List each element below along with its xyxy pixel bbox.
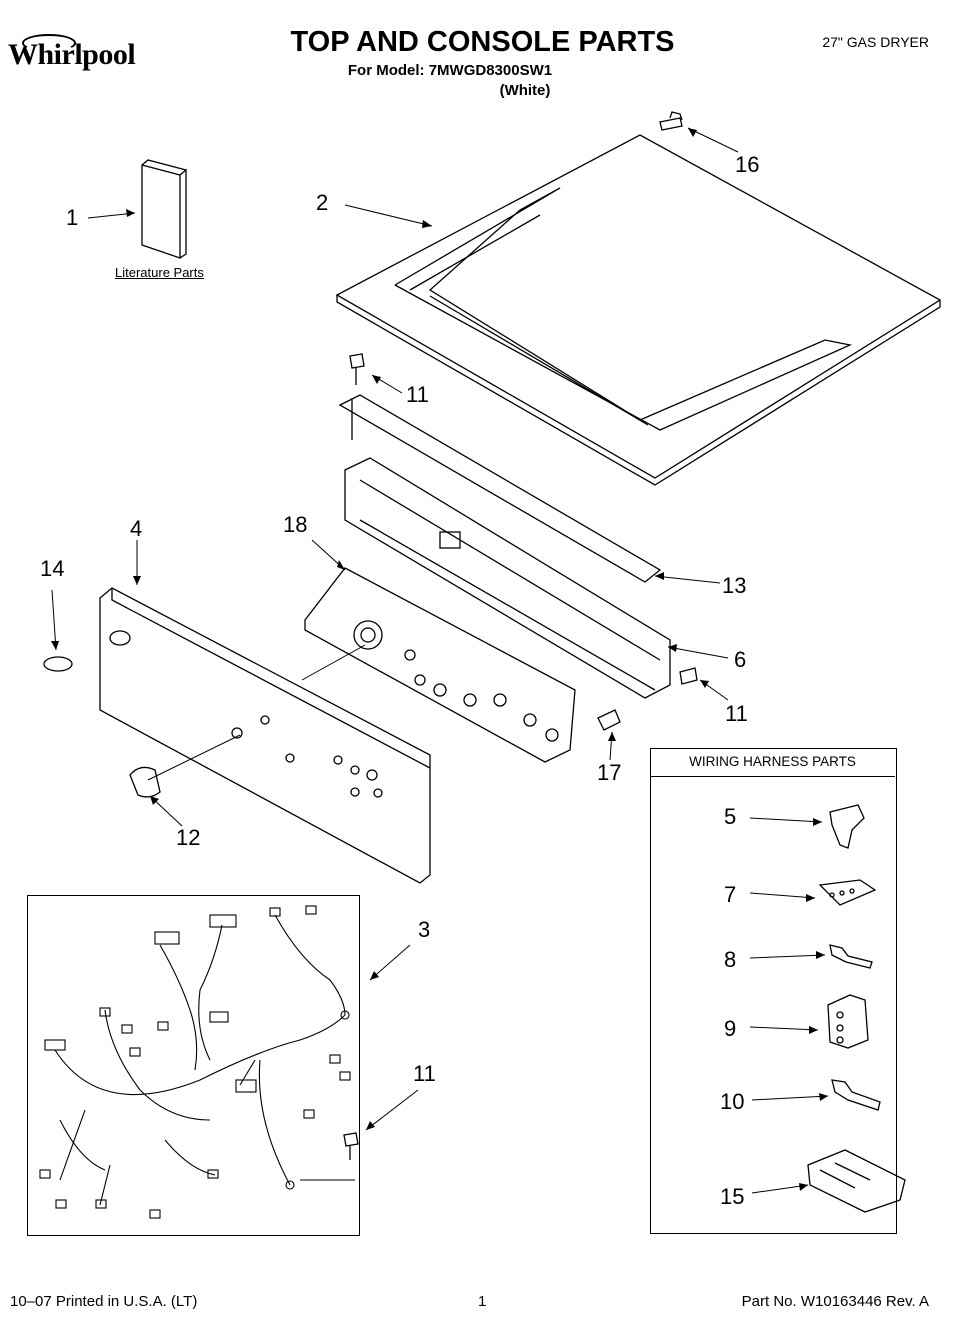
harness-part-10 (831, 1079, 881, 1111)
callout-9: 9 (724, 1016, 737, 1041)
color-line: (White) (499, 82, 551, 99)
console-rail (338, 394, 662, 583)
screw-16 (659, 111, 683, 131)
callout-11-mid: 11 (725, 701, 748, 726)
callout-13: 13 (722, 573, 747, 598)
screw-11-mid (679, 667, 698, 685)
brand-logo: Whirlpool (8, 38, 136, 71)
callout-16: 16 (735, 152, 760, 177)
callout-12: 12 (176, 825, 201, 850)
harness-part-15 (807, 1149, 906, 1213)
page-number: 1 (478, 1293, 487, 1310)
callout-15: 15 (720, 1184, 745, 1209)
callout-11-lower: 11 (413, 1061, 436, 1086)
part-number: Part No. W10163446 Rev. A (741, 1293, 929, 1310)
harness-part-7 (818, 879, 877, 906)
wiring-harness (39, 905, 351, 1219)
callout-4: 4 (130, 516, 143, 541)
console-front (99, 587, 431, 884)
knob-12 (129, 766, 161, 798)
wiring-harness-parts-title: WIRING HARNESS PARTS (650, 748, 895, 777)
callout-18: 18 (283, 512, 308, 537)
wiring-harness-parts-box (650, 748, 897, 1234)
harness-box (27, 895, 360, 1236)
harness-part-5 (829, 804, 865, 849)
harness-part-8 (829, 944, 873, 969)
literature-booklet (141, 159, 187, 259)
brand-logo-swoosh (22, 34, 76, 52)
callout-14: 14 (40, 556, 65, 581)
callout-3: 3 (418, 917, 431, 942)
harness-part-9 (827, 994, 869, 1049)
callout-5: 5 (724, 804, 737, 829)
model-line: For Model: 7MWGD8300SW1 (347, 62, 553, 79)
top-panel (335, 134, 942, 486)
callout-6: 6 (734, 647, 747, 672)
callout-11-upper: 11 (406, 382, 429, 407)
screw-11-upper (349, 353, 365, 385)
screw-11-lower (343, 1132, 359, 1160)
control-board (304, 567, 576, 763)
callout-7: 7 (724, 882, 737, 907)
callout-17: 17 (597, 760, 622, 785)
screw-17 (597, 709, 621, 731)
console-back (344, 457, 671, 699)
trim-ring-14 (43, 656, 73, 672)
callout-1: 1 (66, 205, 79, 230)
page-title: TOP AND CONSOLE PARTS (290, 26, 675, 58)
footer-print-info: 10–07 Printed in U.S.A. (LT) (10, 1293, 198, 1310)
callout-8: 8 (724, 947, 737, 972)
product-type: 27" GAS DRYER (822, 34, 929, 50)
callout-10: 10 (720, 1089, 745, 1114)
literature-parts-label: Literature Parts (115, 265, 204, 280)
callout-2: 2 (316, 190, 329, 215)
